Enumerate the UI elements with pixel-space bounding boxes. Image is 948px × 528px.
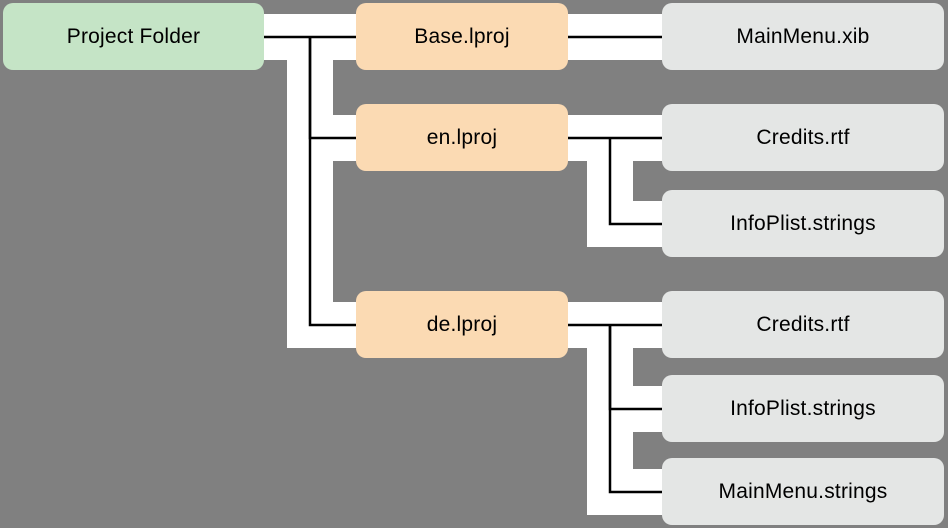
node-en-lproj[interactable]: en.lproj — [356, 104, 568, 171]
node-label: MainMenu.xib — [736, 24, 870, 48]
node-mainmenu-xib[interactable]: MainMenu.xib — [662, 3, 944, 70]
connector-halo — [287, 37, 356, 161]
node-label: InfoPlist.strings — [730, 396, 876, 420]
edge-en-infoplist — [608, 138, 662, 226]
node-credits-rtf-de[interactable]: Credits.rtf — [662, 291, 944, 358]
connector-halo — [587, 138, 662, 247]
node-mainmenu-strings[interactable]: MainMenu.strings — [662, 458, 944, 525]
edge-de-infoplist — [608, 325, 662, 411]
connector-halo — [587, 325, 662, 432]
node-credits-rtf-en[interactable]: Credits.rtf — [662, 104, 944, 171]
node-de-lproj[interactable]: de.lproj — [356, 291, 568, 358]
node-label: Credits.rtf — [756, 125, 850, 149]
node-label: en.lproj — [426, 125, 498, 149]
edge-root-en — [308, 37, 356, 140]
node-infoplist-de[interactable]: InfoPlist.strings — [662, 375, 944, 442]
node-project-folder[interactable]: Project Folder — [3, 3, 264, 70]
node-infoplist-en[interactable]: InfoPlist.strings — [662, 190, 944, 257]
node-label: Base.lproj — [414, 24, 510, 48]
node-base-lproj[interactable]: Base.lproj — [356, 3, 568, 70]
connector-halo — [287, 37, 356, 348]
connector-halo — [587, 325, 662, 515]
node-label: de.lproj — [426, 312, 498, 336]
node-label: Credits.rtf — [756, 312, 850, 336]
node-label: Project Folder — [66, 24, 201, 48]
edge-root-de — [308, 37, 356, 327]
node-label: MainMenu.strings — [718, 479, 888, 503]
edge-de-mainmenustrings — [608, 325, 662, 494]
node-label: InfoPlist.strings — [730, 211, 876, 235]
